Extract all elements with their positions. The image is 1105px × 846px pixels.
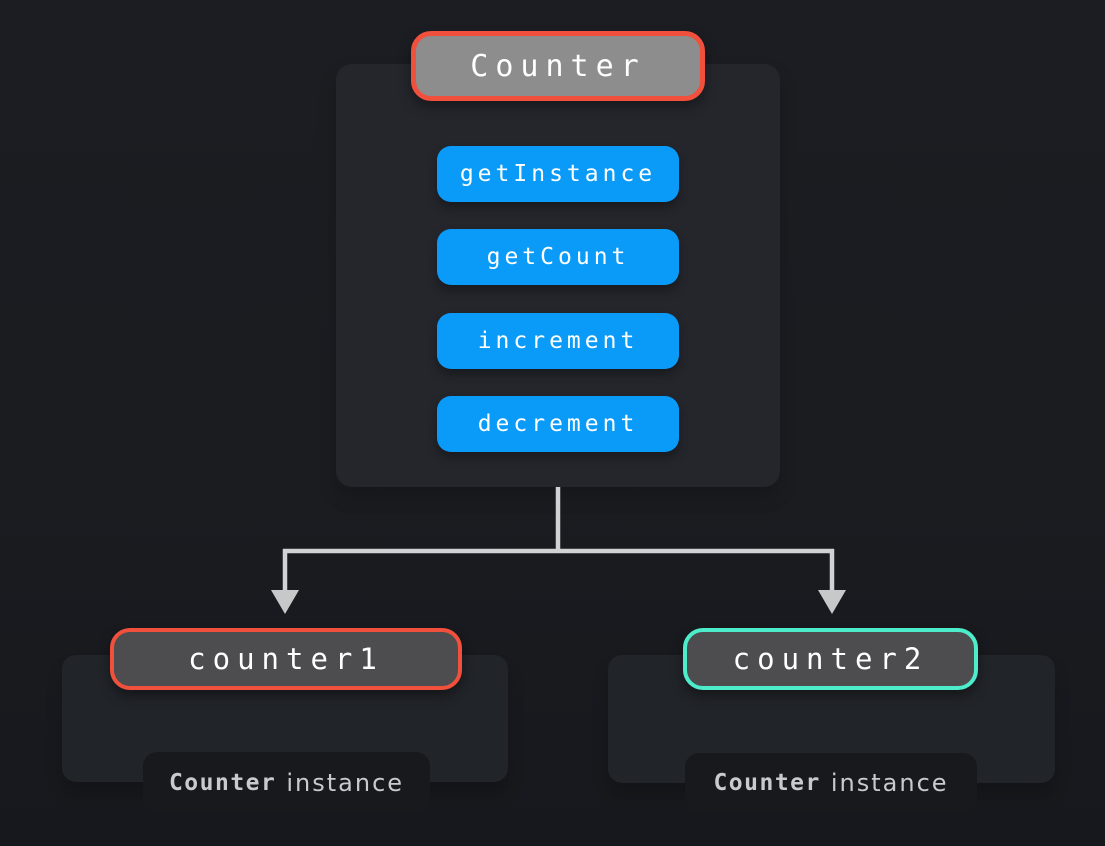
counter2-label-class-name: Counter bbox=[713, 770, 821, 796]
counter1-instance-type-label: Counter instance bbox=[143, 752, 430, 813]
counter1-label-instance-word: instance bbox=[286, 768, 405, 797]
increment-method-button[interactable]: increment bbox=[437, 313, 679, 369]
counter2-label-instance-word: instance bbox=[830, 769, 949, 797]
counter1-pill: counter1 bbox=[110, 628, 462, 690]
counter2-pill: counter2 bbox=[683, 628, 978, 690]
counter2-variable-name: counter2 bbox=[732, 642, 929, 676]
arrow-down-icon bbox=[818, 590, 846, 614]
decrement-method-button[interactable]: decrement bbox=[437, 396, 679, 452]
getinstance-method-button[interactable]: getInstance bbox=[437, 146, 679, 202]
counter2-instance-type-label: Counter instance bbox=[685, 753, 977, 813]
arrow-down-icon bbox=[271, 590, 299, 614]
counter-class-pill: Counter bbox=[411, 31, 705, 101]
counter1-variable-name: counter1 bbox=[188, 642, 384, 676]
counter1-label-class-name: Counter bbox=[168, 769, 277, 796]
counter-class-name: Counter bbox=[470, 48, 646, 84]
getcount-method-button[interactable]: getCount bbox=[437, 229, 679, 285]
